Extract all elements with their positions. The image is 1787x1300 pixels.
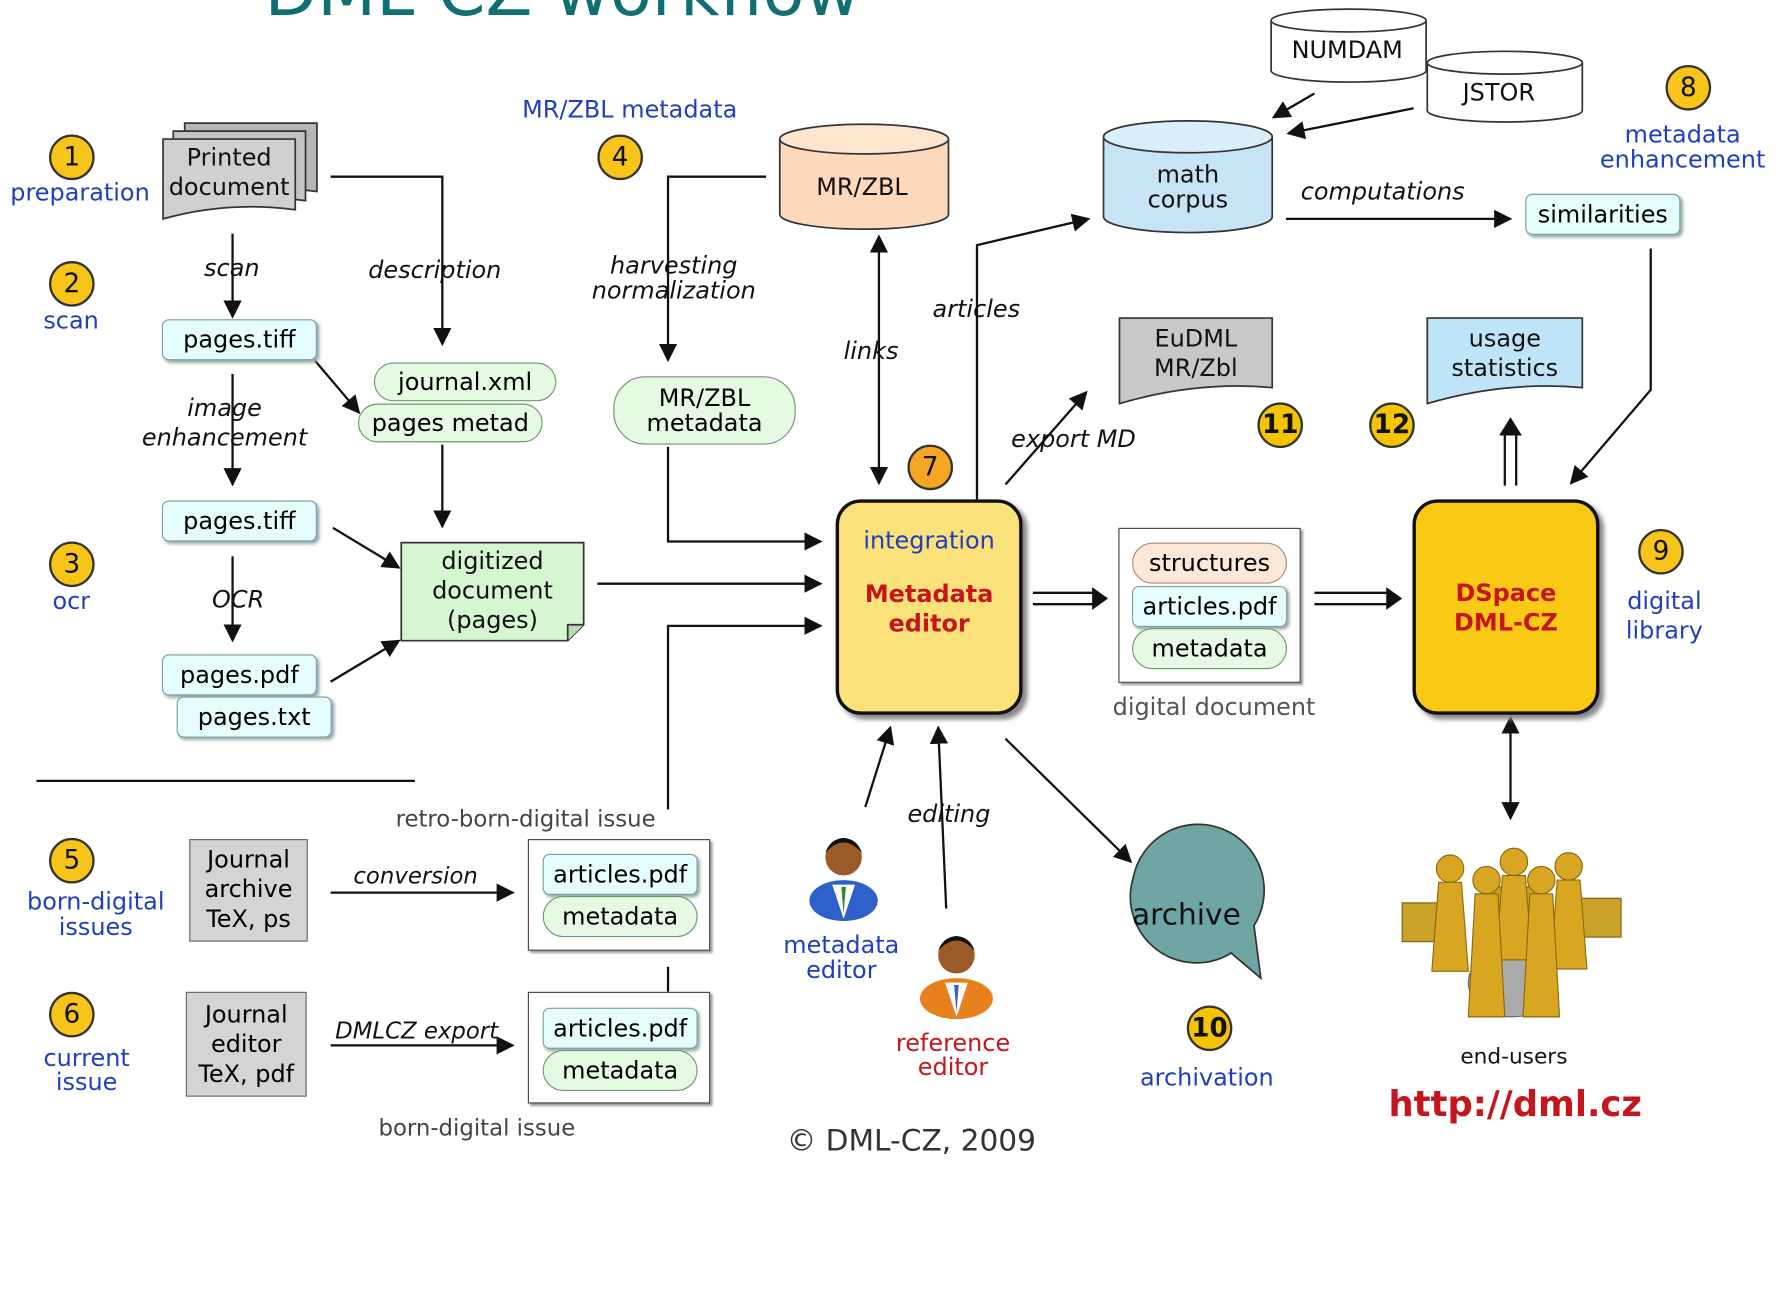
dspace-label: DSpace DML-CZ [1454, 578, 1558, 636]
math-corpus-database: math corpus [1147, 160, 1229, 214]
born-articles-pdf-node: articles.pdf [542, 1007, 698, 1049]
step-badge-10: 10 [1186, 1005, 1233, 1052]
mr-zbl-metadata-node: MR/ZBL metadata [613, 376, 796, 445]
step-badge-11: 11 [1257, 402, 1304, 449]
articles-pdf-node: articles.pdf [1132, 585, 1288, 627]
step-label-mrzbl: MR/ZBL metadata [522, 95, 738, 124]
jstor-database: JSTOR [1462, 78, 1535, 107]
edge-label-scan: scan [204, 254, 260, 282]
edge-label-image-enhancement: image enhancement [141, 394, 308, 452]
reference-editor-person-label: reference editor [895, 1029, 1011, 1081]
mr-zbl-database: MR/ZBL [816, 173, 908, 201]
dml-url-link[interactable]: http://dml.cz [1388, 1084, 1642, 1126]
edge-label-editing: editing [907, 800, 991, 828]
step-badge-6: 6 [49, 991, 95, 1038]
metadata-editor-person-icon [809, 837, 878, 922]
step-badge-4: 4 [597, 134, 643, 181]
page-title: DML-CZ workflow [264, 0, 860, 32]
step-badge-9: 9 [1638, 528, 1684, 575]
edge-label-links: links [843, 337, 899, 365]
dspace-box: DSpace DML-CZ [1412, 499, 1600, 715]
edge-label-export-md: export MD [1011, 425, 1136, 453]
end-users-label: end-users [1460, 1044, 1568, 1070]
metadata-editor-person-label: metadata editor [783, 931, 900, 984]
usage-statistics-node: usage statistics [1451, 324, 1559, 382]
end-users-icon [1401, 847, 1622, 1018]
edge-label-computations: computations [1300, 177, 1465, 206]
similarities-node: similarities [1525, 193, 1681, 235]
step-label-current-issue: current issue [43, 1044, 130, 1096]
archive-node: archive [1132, 898, 1241, 933]
journal-xml-node: journal.xml [373, 362, 557, 402]
pages-txt-node: pages.txt [176, 696, 332, 738]
retro-metadata-node: metadata [542, 896, 698, 938]
step-label-ocr: ocr [52, 587, 91, 615]
integration-label: integration [863, 526, 995, 554]
pages-metad-node: pages metad [357, 403, 543, 443]
step-badge-8: 8 [1665, 64, 1712, 111]
edge-label-harvesting: harvesting normalization [591, 251, 756, 305]
step-badge-1: 1 [49, 134, 95, 181]
step-badge-3: 3 [49, 541, 95, 588]
edge-label-dmlcz-export: DMLCZ export [335, 1016, 499, 1045]
step-label-archivation: archivation [1140, 1063, 1274, 1091]
pages-tiff-enhanced-node: pages.tiff [161, 500, 317, 542]
step-badge-5: 5 [49, 837, 95, 884]
step-badge-2: 2 [49, 261, 95, 307]
retro-born-digital-caption: retro-born-digital issue [395, 804, 656, 833]
step-label-scan: scan [43, 306, 99, 335]
structures-node: structures [1132, 542, 1288, 584]
metadata-editor-box: integration Metadata editor [835, 499, 1023, 715]
edge-label-description: description [368, 256, 502, 284]
connector-arrows [36, 8, 1652, 1055]
reference-editor-person-icon [919, 935, 993, 1020]
born-digital-caption: born-digital issue [378, 1113, 576, 1142]
metadata-editor-label: Metadata editor [864, 579, 994, 637]
step-badge-7: 7 [907, 444, 954, 491]
metadata-node: metadata [1132, 628, 1288, 670]
step-label-metadata-enhancement: metadata enhancement [1599, 120, 1766, 174]
digitized-document-node: digitized document (pages) [432, 547, 553, 634]
edge-label-ocr: OCR [212, 585, 265, 614]
step-label-born-digital: born-digital issues [27, 888, 165, 941]
edge-label-articles: articles [932, 295, 1021, 323]
pages-tiff-node: pages.tiff [161, 319, 317, 361]
edge-label-conversion: conversion [353, 861, 478, 890]
step-label-preparation: preparation [10, 178, 150, 207]
printed-document-node: Printed document [168, 143, 290, 201]
retro-articles-pdf-node: articles.pdf [542, 853, 698, 895]
eudml-node: EuDML MR/Zbl [1154, 324, 1238, 382]
step-badge-12: 12 [1369, 402, 1415, 449]
journal-editor-node: Journal editor TeX, pdf [185, 991, 307, 1097]
numdam-database: NUMDAM [1291, 36, 1403, 64]
copyright-notice: © DML-CZ, 2009 [786, 1124, 1037, 1159]
digital-document-caption: digital document [1112, 693, 1316, 721]
pages-pdf-node: pages.pdf [161, 654, 317, 696]
step-label-digital-library: digital library [1625, 587, 1703, 645]
born-metadata-node: metadata [542, 1049, 698, 1091]
journal-archive-node: Journal archive TeX, ps [189, 839, 308, 942]
